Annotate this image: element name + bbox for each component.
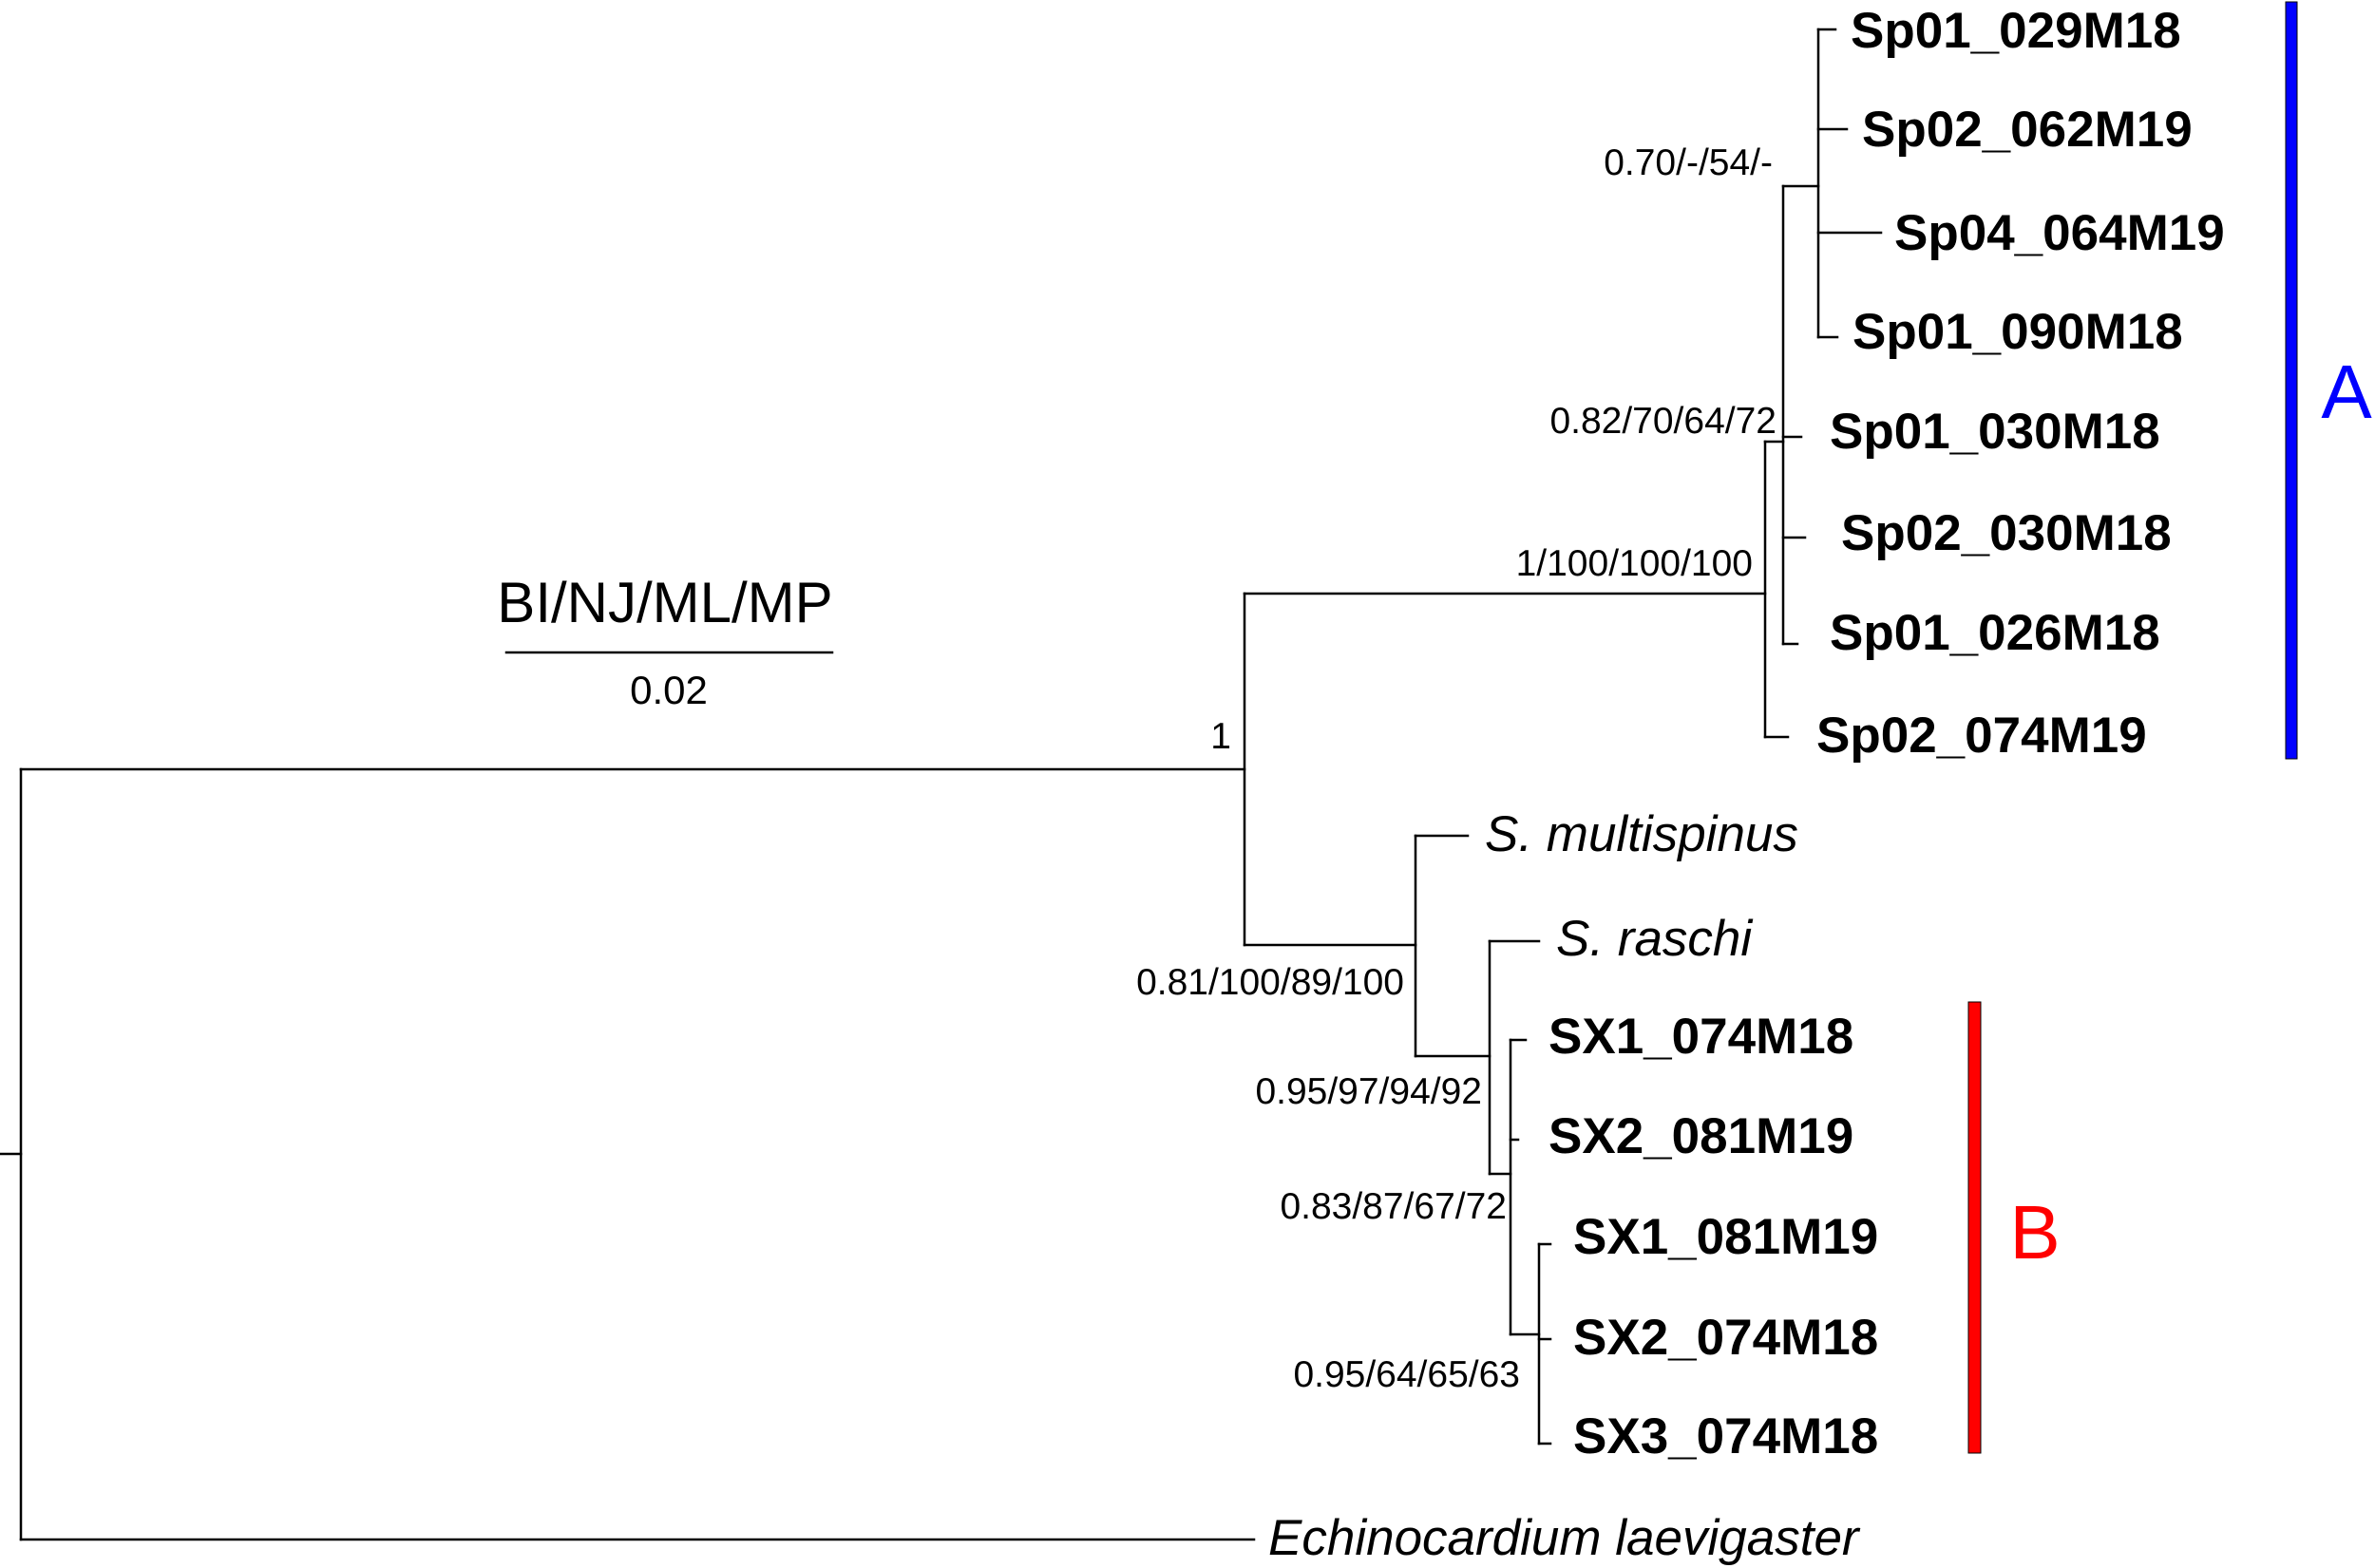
support-value: 0.95/97/94/92 — [1255, 1071, 1482, 1112]
support-value: 0.83/87/67/72 — [1280, 1186, 1507, 1227]
tip-label: SX1_081M19 — [1573, 1209, 1878, 1265]
clade-a-bar — [2285, 1, 2298, 760]
tip-label: Sp01_030M18 — [1830, 404, 2160, 460]
tip-label: S. raschi — [1556, 911, 1753, 967]
support-value: 1/100/100/100 — [1516, 543, 1753, 584]
clade-b-bar — [1967, 1001, 1982, 1454]
tip-label: Sp02_062M19 — [1862, 102, 2193, 158]
support-value: 0.81/100/89/100 — [1136, 962, 1404, 1003]
tip-label: SX1_074M18 — [1548, 1009, 1853, 1065]
tip-label: Sp01_029M18 — [1851, 3, 2181, 59]
scale-bar-value: 0.02 — [630, 668, 708, 712]
clade-b-label: B — [2009, 1190, 2060, 1275]
tip-label: Sp01_090M18 — [1852, 304, 2183, 360]
tip-label: Sp01_026M18 — [1830, 605, 2160, 661]
clade-a-label: A — [2321, 349, 2372, 434]
tip-label: S. multispinus — [1485, 806, 1798, 862]
tip-label: SX3_074M18 — [1573, 1408, 1878, 1464]
tip-label: Sp04_064M19 — [1894, 205, 2225, 261]
support-value: 0.95/64/65/63 — [1293, 1354, 1520, 1395]
tip-label: SX2_074M18 — [1573, 1310, 1878, 1366]
tip-label: Sp02_030M18 — [1841, 505, 2172, 561]
tip-label: SX2_081M19 — [1548, 1108, 1853, 1164]
support-legend-label: BI/NJ/ML/MP — [497, 571, 832, 634]
support-value: 0.82/70/64/72 — [1549, 401, 1776, 442]
tip-label: Sp02_074M19 — [1816, 708, 2147, 764]
support-value: 1 — [1210, 716, 1231, 757]
support-value: 0.70/-/54/- — [1604, 142, 1773, 183]
tip-label: Echinocardium laevigaster — [1268, 1510, 1861, 1566]
